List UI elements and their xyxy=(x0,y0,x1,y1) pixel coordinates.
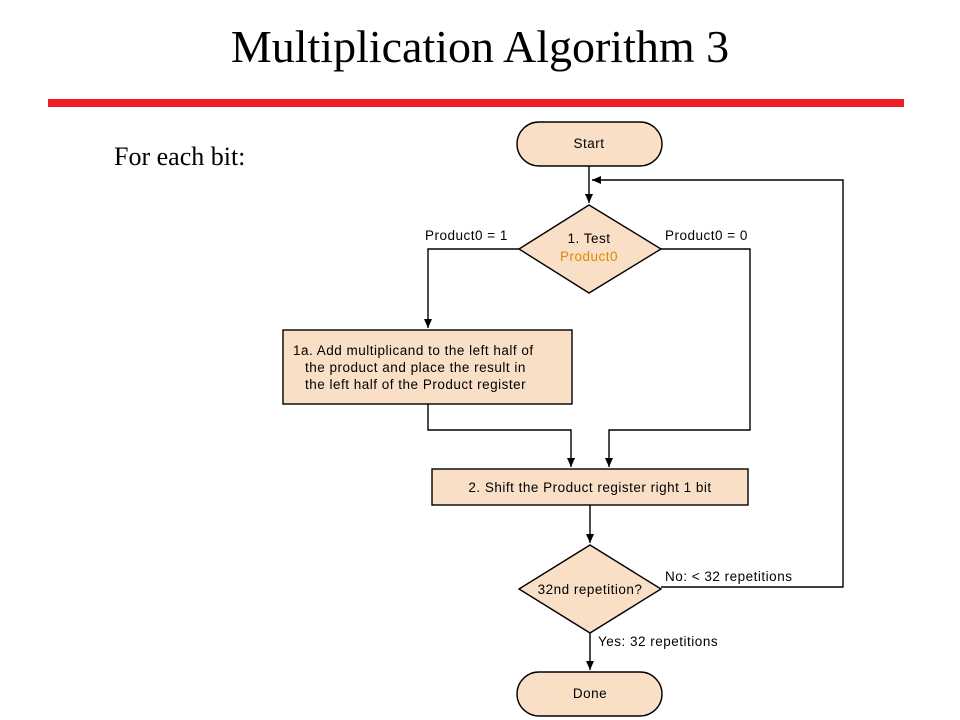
add-step-line2: the product and place the result in xyxy=(305,360,526,375)
no-branch-label: No: < 32 repetitions xyxy=(665,569,792,584)
yes-branch-label: Yes: 32 repetitions xyxy=(598,634,718,649)
connector-test-to-add xyxy=(424,248,519,328)
test-label-line2: Product0 xyxy=(560,249,618,264)
shift-step-label: 2. Shift the Product register right 1 bi… xyxy=(468,480,711,495)
branch-label-product0-is-1-value: = 1 xyxy=(483,228,508,243)
branch-label-product0-is-1: Product0 = 1 xyxy=(425,228,508,243)
slide-title: Multiplication Algorithm 3 xyxy=(230,21,730,72)
start-label: Start xyxy=(573,136,604,151)
branch-label-product0-is-0-value: = 0 xyxy=(723,228,748,243)
branch-label-product0-is-0: Product0 = 0 xyxy=(665,228,748,243)
done-label: Done xyxy=(573,686,607,701)
branch-label-product0-is-0-name: Product0 xyxy=(665,228,723,243)
test-decision: 1. Test Product0 xyxy=(517,204,663,294)
shift-step-box: 2. Shift the Product register right 1 bi… xyxy=(431,468,749,506)
connector-add-to-shift xyxy=(427,404,575,467)
done-terminal: Done xyxy=(516,671,663,717)
add-step-line3: the left half of the Product register xyxy=(305,377,526,392)
add-step-line1: 1a. Add multiplicand to the left half of xyxy=(293,343,534,358)
test-label-line1: 1. Test xyxy=(567,231,610,246)
title-divider xyxy=(48,99,904,107)
branch-label-product0-is-1-name: Product0 xyxy=(425,228,483,243)
add-step-box: 1a. Add multiplicand to the left half of… xyxy=(282,329,573,405)
repetition-label: 32nd repetition? xyxy=(538,582,643,597)
start-terminal: Start xyxy=(516,121,663,167)
repetition-decision: 32nd repetition? xyxy=(517,544,663,634)
intro-text: For each bit: xyxy=(114,142,246,171)
connector-test-to-shift xyxy=(605,248,751,467)
connector-repeat-loop xyxy=(592,176,844,588)
